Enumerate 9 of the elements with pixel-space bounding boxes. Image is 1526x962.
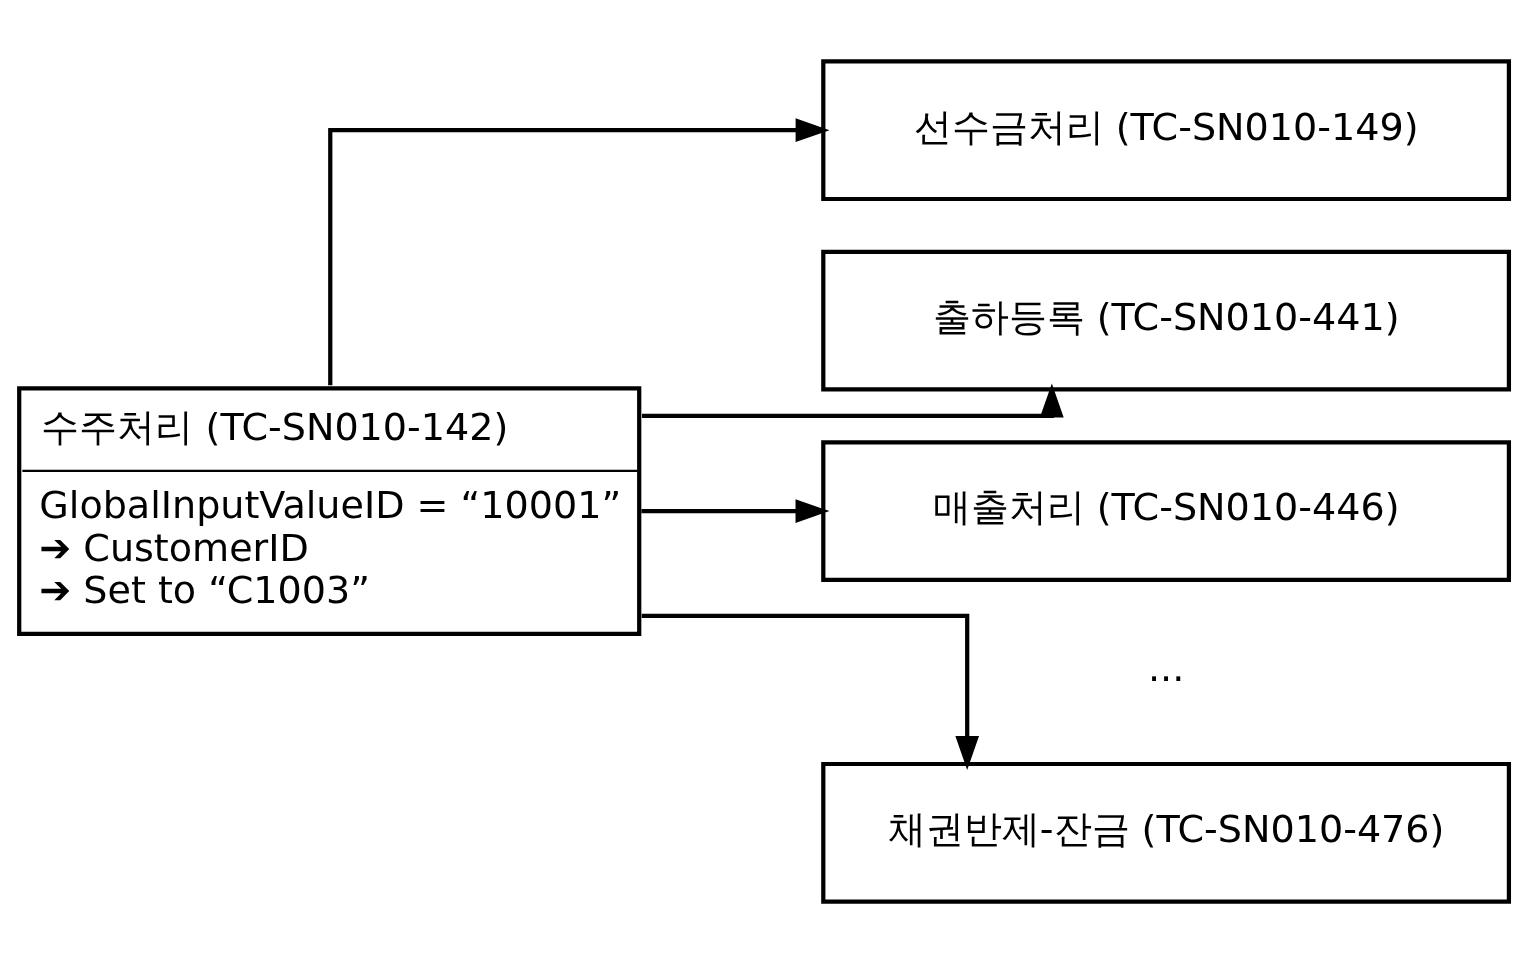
arrow [641, 498, 830, 523]
arrow [641, 613, 980, 770]
node-box: 출하등록 (TC-SN010-441) [821, 249, 1512, 392]
node-box: 매출처리 (TC-SN010-446) [821, 439, 1512, 582]
arrow [641, 382, 1064, 418]
arrow [328, 117, 830, 385]
node-box: 선수금처리 (TC-SN010-149) [821, 58, 1512, 201]
label: ... [1147, 645, 1185, 690]
node-box: 채권반제-잔금 (TC-SN010-476) [821, 761, 1512, 904]
